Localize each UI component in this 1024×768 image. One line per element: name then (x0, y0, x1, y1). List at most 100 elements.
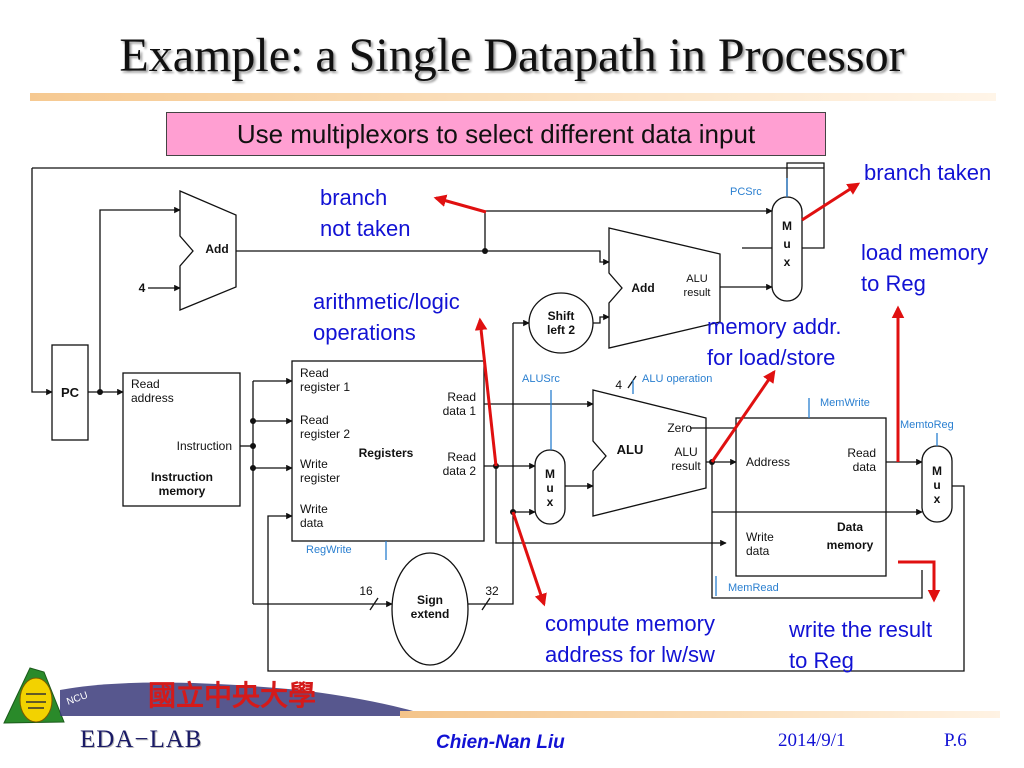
reg-read2-label-1: Read (300, 413, 329, 427)
annotation-branch-taken: branch taken (864, 157, 991, 188)
annotation-line: compute memory (545, 611, 715, 636)
reg-name: Registers (359, 446, 414, 460)
alusrc-control-label: ALUSrc (522, 373, 560, 385)
const-4-label: 4 (139, 281, 146, 295)
add2-result-label-2: result (684, 287, 711, 299)
instruction-memory (122, 372, 241, 507)
bits-16-label: 16 (359, 584, 373, 598)
university-name: 國立中央大學 (148, 679, 316, 712)
imem-instruction-label: Instruction (177, 439, 232, 453)
annotation-line: to Reg (861, 271, 926, 296)
reg-write-label-2: register (300, 471, 340, 485)
reg-read2-label-2: register 2 (300, 427, 350, 441)
arrow-mem-addr (710, 369, 776, 463)
annotation-line: write the result (789, 617, 933, 642)
reg-rdata2-label-2: data 2 (443, 464, 477, 478)
bits-32-label: 32 (485, 584, 499, 598)
dmem-address-label: Address (746, 455, 790, 469)
annotation-line: operations (313, 320, 416, 345)
alu-result-label-2: result (671, 459, 701, 473)
arrow-arith-logic (474, 317, 498, 467)
reg-rdata1-label-2: data 1 (443, 404, 477, 418)
memtoreg-mux-m: M (932, 464, 942, 478)
pcsrc-control-label: PCSrc (730, 186, 762, 198)
annotation-write-result: write the result to Reg (789, 614, 932, 676)
dmem-write-label-1: Write (746, 530, 774, 544)
reg-read1-label-1: Read (300, 366, 329, 380)
annotation-line: branch (320, 185, 388, 210)
data-memory (735, 417, 887, 577)
dmem-name-2: memory (827, 538, 874, 552)
memread-control-label: MemRead (728, 582, 779, 594)
memwrite-control-label: MemWrite (820, 397, 870, 409)
ncu-logo: NCU 國立中央大學 (3, 667, 430, 724)
pc-label: PC (61, 385, 80, 400)
reg-rdata2-label-1: Read (447, 450, 476, 464)
regwrite-control-label: RegWrite (306, 544, 352, 556)
lab-name: EDA−LAB (80, 726, 203, 753)
memtoreg-mux-u: u (933, 478, 940, 492)
wire-mux-to-pc-top (31, 168, 53, 396)
reg-wdata-label-1: Write (300, 502, 328, 516)
pcsrc-mux-m: M (782, 219, 792, 233)
shift-label-2: left 2 (547, 323, 575, 337)
annotation-branch-not-taken: branch not taken (320, 182, 411, 244)
memtoreg-control-label: MemtoReg (900, 419, 954, 431)
branch-adder (608, 227, 721, 349)
main-alu (592, 389, 707, 517)
aluop-width-label: 4 (615, 378, 622, 392)
add2-label: Add (631, 281, 654, 295)
footer-author: Chien-Nan Liu (436, 732, 565, 753)
reg-wdata-label-2: data (300, 516, 324, 530)
slide-title: Example: a Single Datapath in Processor (119, 29, 905, 82)
annotation-line: arithmetic/logic (313, 289, 460, 314)
alu-zero-label: Zero (667, 421, 692, 435)
arrow-branch-not-taken (433, 194, 487, 214)
arrow-write-result (898, 560, 941, 603)
dmem-read-label-2: data (853, 460, 877, 474)
imem-name-2: memory (159, 484, 206, 498)
annotation-compute-memory: compute memory address for lw/sw (545, 608, 715, 670)
dmem-read-label-1: Read (847, 446, 876, 460)
footer-underline (400, 711, 1000, 718)
alusrc-mux (534, 449, 566, 525)
aluop-control-label: ALU operation (642, 373, 712, 385)
annotation-load-memory: load memory to Reg (861, 237, 988, 299)
dmem-write-label-2: data (746, 544, 770, 558)
annotation-memory-addr: memory addr. for load/store (707, 311, 842, 373)
reg-write-label-1: Write (300, 457, 328, 471)
alu-result-label-1: ALU (674, 445, 697, 459)
title-underline (30, 93, 996, 101)
pcsrc-mux-x: x (784, 255, 791, 269)
annotation-line: for load/store (707, 345, 836, 370)
sign-extend (391, 552, 469, 666)
imem-read-label-2: address (131, 391, 174, 405)
footer-page-number: P.6 (944, 730, 967, 751)
annotation-line: memory addr. (707, 314, 842, 339)
imem-read-label-1: Read (131, 377, 160, 391)
sign-extend-label-2: extend (411, 607, 450, 621)
arrow-compute-memory (511, 511, 547, 607)
subtitle-box: Use multiplexors to select different dat… (166, 112, 826, 156)
annotation-arith-logic: arithmetic/logic operations (313, 286, 460, 348)
annotation-line: not taken (320, 216, 411, 241)
footer-date: 2014/9/1 (778, 730, 846, 751)
alusrc-mux-x: x (547, 495, 554, 509)
shift-label-1: Shift (548, 309, 575, 323)
pcsrc-mux-u: u (783, 237, 790, 251)
add1-label: Add (205, 242, 228, 256)
wire-feedback-top (786, 162, 825, 249)
alusrc-mux-m: M (545, 467, 555, 481)
reg-read1-label-2: register 1 (300, 380, 350, 394)
add2-result-label-1: ALU (686, 273, 707, 285)
annotation-line: branch taken (864, 160, 992, 185)
alusrc-mux-u: u (546, 481, 553, 495)
subtitle-text: Use multiplexors to select different dat… (236, 118, 756, 149)
wire-add1-out (236, 207, 773, 252)
sign-extend-label-1: Sign (417, 593, 443, 607)
register-file (291, 360, 485, 542)
annotation-line: load memory (861, 240, 989, 265)
annotation-line: to Reg (789, 648, 854, 673)
imem-name-1: Instruction (151, 470, 213, 484)
